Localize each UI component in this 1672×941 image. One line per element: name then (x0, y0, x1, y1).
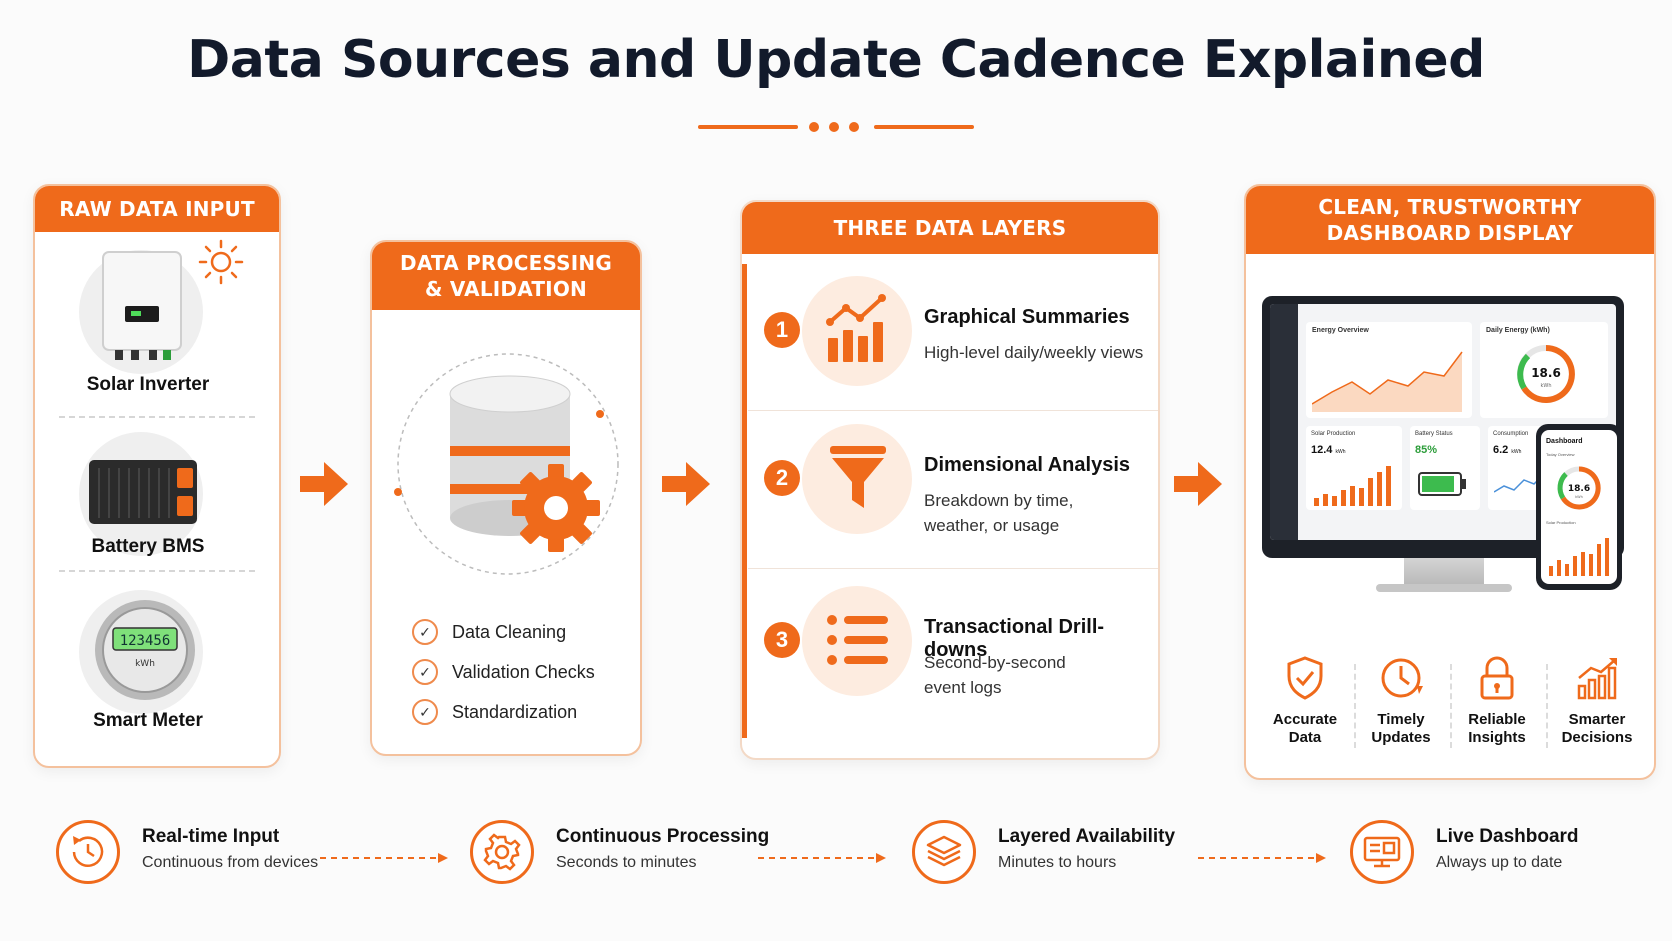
timeline-subtitle: Continuous from devices (142, 854, 319, 871)
layers-icon (926, 835, 962, 867)
battery-icon (89, 460, 197, 524)
page-title: Data Sources and Update Cadence Explaine… (187, 30, 1485, 90)
bar-chart-icon (826, 294, 886, 362)
solar-bar-chart (1314, 466, 1391, 506)
timeline-connector (758, 853, 886, 863)
data-layers-panel: THREE DATA LAYERS 1 Graphical Summaries … (740, 200, 1160, 760)
flow-arrow-icon (1174, 462, 1222, 506)
layer-title: Dimensional Analysis (924, 454, 1130, 476)
check-item: ✓Data Cleaning (412, 612, 595, 652)
solar-production-card: Solar Production 12.4 kWh (1306, 426, 1402, 510)
monitor-stand (1404, 558, 1484, 586)
check-icon: ✓ (412, 619, 438, 645)
svg-text:kWh: kWh (1540, 383, 1551, 389)
layer-description: Breakdown by time, weather, or usage (924, 491, 1074, 535)
layer-number: 3 (764, 622, 800, 658)
device-label: Battery BMS (91, 536, 205, 557)
energy-line-chart (1312, 351, 1463, 412)
device-label: Solar Inverter (86, 374, 210, 395)
timeline-subtitle: Minutes to hours (998, 854, 1117, 871)
layer-description: High-level daily/weekly views (924, 343, 1144, 362)
processing-checklist: ✓Data Cleaning ✓Validation Checks ✓Stand… (412, 612, 595, 732)
layer-title: Transactional Drill-downs (924, 616, 1105, 661)
layer-number: 2 (764, 460, 800, 496)
layer-item-dimensional: 2 Dimensional Analysis Breakdown by time… (742, 412, 1158, 576)
database-gear-icon (394, 353, 619, 575)
flow-arrow-icon (662, 462, 710, 506)
check-icon: ✓ (412, 659, 438, 685)
timeline-connector (320, 853, 448, 863)
energy-overview-card: Energy Overview (1306, 322, 1472, 418)
svg-text:kWh: kWh (135, 659, 155, 669)
monitor-icon (1363, 836, 1401, 868)
layer-item-graphical: 1 Graphical Summaries High-level daily/w… (742, 264, 1158, 428)
clock-refresh-icon (72, 836, 104, 867)
phone-bar-chart (1549, 538, 1609, 576)
growth-chart-icon (1577, 658, 1617, 700)
smart-meter-icon: 123456 kWh (95, 600, 195, 700)
layer-title: Graphical Summaries (924, 306, 1130, 328)
layer-item-transactional: 3 Transactional Drill-downs Second-by-se… (742, 574, 1158, 738)
dashboard-heading: CLEAN, TRUSTWORTHY DASHBOARD DISPLAY (1246, 186, 1654, 254)
svg-text:kWh: kWh (1575, 495, 1583, 499)
gear-icon (483, 833, 521, 871)
svg-text:18.6: 18.6 (1568, 484, 1590, 494)
raw-data-input-heading: RAW DATA INPUT (35, 186, 279, 232)
phone-gauge: 18.6 kWh (1557, 466, 1601, 510)
timeline-subtitle: Seconds to minutes (556, 854, 697, 871)
title-divider (698, 120, 978, 134)
data-layers-heading: THREE DATA LAYERS (742, 202, 1158, 254)
timeline-title: Real-time Input (142, 826, 280, 847)
check-item: ✓Validation Checks (412, 652, 595, 692)
check-item: ✓Standardization (412, 692, 595, 732)
timeline-connector (1198, 853, 1326, 863)
processing-heading: DATA PROCESSING & VALIDATION (372, 242, 640, 310)
energy-gauge: 18.6 kWh (1517, 345, 1575, 403)
funnel-icon (830, 446, 886, 508)
device-label: Smart Meter (93, 710, 203, 731)
battery-status-card: Battery Status 85% (1410, 426, 1480, 510)
dashboard-phone: Dashboard Today Overview 18.6 kWh Solar … (1536, 424, 1622, 590)
list-icon (827, 615, 888, 665)
dashboard-panel: CLEAN, TRUSTWORTHY DASHBOARD DISPLAY Ene… (1244, 184, 1656, 780)
clock-icon (1381, 658, 1423, 698)
lock-icon (1480, 656, 1514, 700)
layer-description: Second-by-second event logs (924, 653, 1066, 697)
flow-arrow-icon (300, 462, 348, 506)
svg-text:123456: 123456 (120, 633, 171, 649)
sun-icon (198, 239, 244, 285)
svg-text:18.6: 18.6 (1531, 366, 1561, 380)
timeline-title: Live Dashboard (1436, 826, 1579, 847)
solar-inverter-icon (102, 251, 182, 360)
daily-energy-card: Daily Energy (kWh) 18.6 kWh (1480, 322, 1608, 418)
raw-data-input-panel: RAW DATA INPUT Solar Inverter (33, 184, 281, 768)
timeline-subtitle: Always up to date (1436, 854, 1563, 871)
check-icon: ✓ (412, 699, 438, 725)
battery-level-icon (1418, 472, 1466, 496)
processing-panel: DATA PROCESSING & VALIDATION (370, 240, 642, 756)
layer-number: 1 (764, 312, 800, 348)
timeline-title: Layered Availability (998, 826, 1176, 847)
timeline-title: Continuous Processing (556, 826, 770, 847)
shield-check-icon (1287, 656, 1323, 700)
